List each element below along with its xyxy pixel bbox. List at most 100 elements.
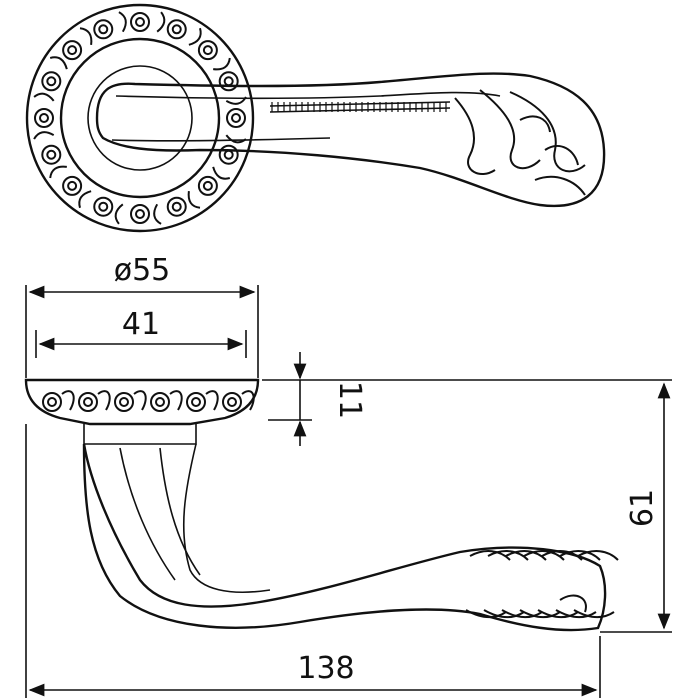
swirl-ornament bbox=[41, 71, 62, 92]
dimension-thickness-label: 11 bbox=[332, 381, 367, 419]
tip-swirl bbox=[559, 594, 587, 613]
side-swirl bbox=[150, 392, 170, 412]
scroll-ornament bbox=[49, 56, 68, 70]
swirl-ornament bbox=[166, 196, 187, 217]
swirl-ornament bbox=[218, 71, 239, 92]
scroll-ornament bbox=[114, 203, 124, 225]
swirl-ornament bbox=[202, 45, 213, 56]
side-leaf bbox=[97, 390, 111, 411]
feather-stroke bbox=[469, 550, 511, 561]
swirl-ornament bbox=[231, 113, 241, 123]
swirl-ornament bbox=[223, 76, 234, 87]
feather-stroke bbox=[559, 550, 601, 561]
swirl-ornament bbox=[226, 108, 246, 128]
swirl-ornament bbox=[171, 24, 182, 35]
swirl-ornament bbox=[166, 19, 187, 40]
side-leaf bbox=[61, 390, 75, 411]
dimension-height: 61 bbox=[600, 382, 672, 633]
side-swirl bbox=[191, 397, 201, 407]
scroll-ornament bbox=[212, 166, 231, 180]
swirl-ornament bbox=[34, 108, 54, 128]
feather-stroke bbox=[577, 550, 619, 561]
scroll-ornament bbox=[49, 165, 67, 179]
swirl-ornament bbox=[202, 180, 213, 191]
swirl-ornament bbox=[62, 175, 83, 196]
side-swirl bbox=[47, 397, 57, 407]
swirl-ornament bbox=[197, 40, 218, 61]
feather-stroke bbox=[573, 609, 615, 618]
swirl-ornament bbox=[93, 196, 114, 217]
top-view bbox=[25, 3, 606, 233]
feather-stroke bbox=[523, 550, 565, 561]
scroll-ornament bbox=[33, 131, 55, 140]
rosette-side-ornament bbox=[42, 390, 255, 412]
feather-stroke bbox=[487, 550, 529, 561]
swirl-ornament bbox=[98, 201, 109, 212]
swirl-ornament bbox=[135, 209, 145, 219]
feather-stroke bbox=[519, 609, 561, 618]
dimension-length-label: 138 bbox=[297, 651, 354, 686]
scroll-ornament bbox=[156, 11, 166, 33]
dimension-inner-width: 41 bbox=[35, 307, 247, 358]
side-swirl bbox=[186, 392, 206, 412]
scroll-ornament bbox=[213, 57, 231, 71]
swirl-ornament bbox=[93, 19, 114, 40]
lever-side-ornament bbox=[465, 550, 619, 618]
side-leaf bbox=[133, 390, 147, 411]
scroll-ornament bbox=[78, 190, 92, 209]
swirl-ornament bbox=[67, 180, 78, 191]
feather-stroke bbox=[505, 550, 547, 561]
swirl-ornament bbox=[130, 12, 150, 32]
side-view: ø55 41 11 61 138 bbox=[24, 253, 672, 698]
dimension-diameter-label: ø55 bbox=[114, 253, 171, 288]
rosette-ornament bbox=[33, 11, 247, 225]
swirl-ornament bbox=[135, 17, 145, 27]
dimension-inner-width-label: 41 bbox=[122, 307, 160, 342]
swirl-ornament bbox=[171, 201, 182, 212]
swirl-ornament bbox=[130, 204, 150, 224]
swirl-ornament bbox=[46, 149, 57, 160]
feather-stroke bbox=[555, 609, 597, 618]
swirl-ornament bbox=[223, 149, 234, 160]
side-leaf bbox=[169, 390, 183, 411]
dimension-height-label: 61 bbox=[625, 489, 660, 527]
swirl-ornament bbox=[62, 40, 83, 61]
side-leaf bbox=[241, 390, 255, 411]
side-swirl bbox=[114, 392, 134, 412]
lever-top bbox=[95, 72, 606, 208]
scroll-ornament bbox=[33, 92, 55, 102]
swirl-ornament bbox=[67, 45, 78, 56]
feather-stroke bbox=[541, 550, 583, 561]
swirl-ornament bbox=[39, 113, 49, 123]
side-swirl bbox=[78, 392, 98, 412]
lever-hatching bbox=[271, 102, 447, 112]
dimension-diameter: ø55 bbox=[25, 253, 259, 378]
side-swirl bbox=[155, 397, 165, 407]
side-swirl bbox=[222, 392, 242, 412]
dimension-thickness: 11 bbox=[262, 352, 672, 446]
feather-stroke bbox=[537, 609, 579, 618]
scroll-ornament bbox=[118, 11, 127, 33]
swirl-ornament bbox=[46, 76, 57, 87]
swirl-ornament bbox=[41, 144, 62, 165]
side-swirl bbox=[227, 397, 237, 407]
scroll-ornament bbox=[153, 203, 162, 225]
rosette-side bbox=[24, 378, 260, 445]
swirl-ornament bbox=[98, 24, 109, 35]
side-swirl bbox=[42, 392, 62, 412]
scroll-ornament bbox=[188, 27, 202, 46]
lever-side bbox=[82, 443, 619, 632]
scroll-ornament bbox=[79, 27, 93, 45]
side-swirl bbox=[83, 397, 93, 407]
feather-stroke bbox=[483, 609, 525, 618]
scroll-ornament bbox=[225, 134, 247, 144]
feather-stroke bbox=[465, 609, 507, 618]
dimension-length: 138 bbox=[25, 424, 601, 698]
rosette-top bbox=[25, 3, 255, 233]
side-leaf bbox=[205, 390, 219, 411]
swirl-ornament bbox=[197, 175, 218, 196]
scroll-ornament bbox=[187, 191, 201, 209]
side-swirl bbox=[119, 397, 129, 407]
feather-stroke bbox=[501, 609, 543, 618]
